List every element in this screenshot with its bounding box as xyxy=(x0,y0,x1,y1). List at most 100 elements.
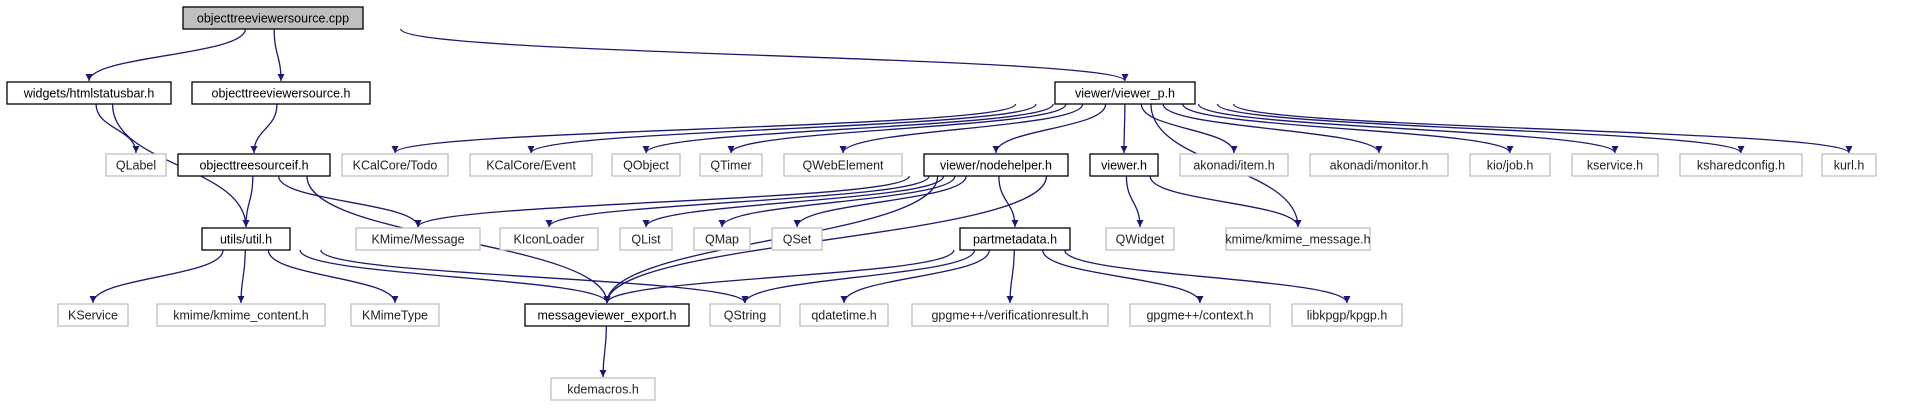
node-kiconloader: KIconLoader xyxy=(499,227,599,251)
node-box-nodehelper xyxy=(923,153,1069,177)
node-gpgme_vr: gpgme++/verificationresult.h xyxy=(911,303,1109,327)
node-kservice_h: kservice.h xyxy=(1571,153,1659,177)
node-root[interactable]: objecttreeviewersource.cpp xyxy=(182,6,364,30)
node-label-ksharedconfig: ksharedconfig.h xyxy=(1697,159,1785,173)
node-qwidget: QWidget xyxy=(1105,227,1175,251)
node-box-ksharedconfig xyxy=(1679,153,1803,177)
node-label-root: objecttreeviewersource.cpp xyxy=(197,12,349,26)
node-ak_item: akonadi/item.h xyxy=(1179,153,1289,177)
node-box-qlist xyxy=(619,227,673,251)
edge-util-to-kmime_content xyxy=(237,249,246,304)
node-label-ak_monitor: akonadi/monitor.h xyxy=(1330,159,1429,173)
edge-root-to-htmlstatusbar xyxy=(85,28,247,82)
node-viewer_p[interactable]: viewer/viewer_p.h xyxy=(1054,81,1196,105)
edge-nodehelper-to-partmetadata xyxy=(998,175,1019,228)
node-box-kpgp xyxy=(1291,303,1403,327)
node-kcal_event: KCalCore/Event xyxy=(469,153,593,177)
edge-partmetadata-to-qstring xyxy=(741,249,976,304)
node-label-otvs_h: objecttreeviewersource.h xyxy=(212,87,351,101)
node-box-htmlstatusbar xyxy=(6,81,172,105)
edge-util-to-kmimetype xyxy=(267,249,399,304)
edge-nodehelper-to-kiconloader xyxy=(545,175,930,228)
node-box-kurl xyxy=(1821,153,1877,177)
node-mv_export[interactable]: messageviewer_export.h xyxy=(524,303,690,327)
node-label-qmap: QMap xyxy=(705,233,739,247)
node-qlabel: QLabel xyxy=(105,153,167,177)
node-label-kcal_event: KCalCore/Event xyxy=(486,159,576,173)
node-box-viewer_h xyxy=(1089,153,1159,177)
node-box-qset xyxy=(771,227,823,251)
node-label-kmime_message: KMime/Message xyxy=(371,233,464,247)
edge-otvs_h-to-otsif xyxy=(250,103,278,154)
node-box-otvs_h xyxy=(191,81,371,105)
node-box-partmetadata xyxy=(959,227,1071,251)
edge-nodehelper-to-kmime_message xyxy=(414,175,910,228)
node-box-root xyxy=(182,6,364,30)
edge-viewer_p-to-qwebelement xyxy=(839,103,1084,154)
node-qwebelement: QWebElement xyxy=(783,153,903,177)
node-viewer_h[interactable]: viewer.h xyxy=(1089,153,1159,177)
node-box-kservice xyxy=(57,303,129,327)
node-label-qobject: QObject xyxy=(623,159,669,173)
node-otsif[interactable]: objecttreesourceif.h xyxy=(177,153,331,177)
node-partmetadata[interactable]: partmetadata.h xyxy=(959,227,1071,251)
node-box-qwebelement xyxy=(783,153,903,177)
edge-util-to-mv_export xyxy=(299,249,611,304)
edge-viewer_p-to-kcal_event xyxy=(527,103,1037,154)
node-label-gpgme_ctx: gpgme++/context.h xyxy=(1146,309,1253,323)
node-nodehelper[interactable]: viewer/nodehelper.h xyxy=(923,153,1069,177)
node-label-nodehelper: viewer/nodehelper.h xyxy=(940,159,1052,173)
edge-viewer_p-to-qtimer xyxy=(727,103,1067,154)
edge-viewer_p-to-ak_monitor xyxy=(1162,103,1383,154)
node-label-qlist: QList xyxy=(631,233,661,247)
node-util[interactable]: utils/util.h xyxy=(201,227,291,251)
node-htmlstatusbar[interactable]: widgets/htmlstatusbar.h xyxy=(6,81,172,105)
node-kservice: KService xyxy=(57,303,129,327)
edge-util-to-qstring xyxy=(320,249,749,304)
node-box-qobject xyxy=(611,153,681,177)
node-label-qdatetime: qdatetime.h xyxy=(811,309,876,323)
node-kpgp: libkpgp/kpgp.h xyxy=(1291,303,1403,327)
node-box-qstring xyxy=(709,303,781,327)
node-box-qlabel xyxy=(105,153,167,177)
node-kmime_message: KMime/Message xyxy=(355,227,481,251)
node-label-util: utils/util.h xyxy=(220,233,272,247)
node-qmap: QMap xyxy=(693,227,751,251)
edge-viewer_p-to-ak_item xyxy=(1140,103,1238,154)
node-gpgme_ctx: gpgme++/context.h xyxy=(1129,303,1271,327)
node-label-otsif: objecttreesourceif.h xyxy=(199,159,308,173)
node-box-gpgme_ctx xyxy=(1129,303,1271,327)
node-box-kiconloader xyxy=(499,227,599,251)
node-kdemacros: kdemacros.h xyxy=(550,377,656,401)
node-kmime_kmime_message: kmime/kmime_message.h xyxy=(1225,227,1371,251)
node-label-ak_item: akonadi/item.h xyxy=(1193,159,1274,173)
node-qobject: QObject xyxy=(611,153,681,177)
node-label-kservice: KService xyxy=(68,309,118,323)
edge-viewer_p-to-viewer_h xyxy=(1120,103,1128,154)
node-box-kmimetype xyxy=(350,303,440,327)
node-box-util xyxy=(201,227,291,251)
node-label-kdemacros: kdemacros.h xyxy=(567,383,639,397)
edge-partmetadata-to-gpgme_vr xyxy=(1006,249,1015,304)
node-kio_job: kio/job.h xyxy=(1469,153,1551,177)
edge-viewer_p-to-kio_job xyxy=(1182,103,1514,154)
edges-layer xyxy=(85,28,1853,378)
node-label-qtimer: QTimer xyxy=(710,159,751,173)
node-otvs_h[interactable]: objecttreeviewersource.h xyxy=(191,81,371,105)
edge-partmetadata-to-mv_export xyxy=(603,249,955,304)
edge-viewer_h-to-kmime_kmime_message xyxy=(1149,175,1302,228)
node-label-kmime_kmime_message: kmime/kmime_message.h xyxy=(1225,233,1370,247)
edge-partmetadata-to-gpgme_ctx xyxy=(1042,249,1204,304)
node-box-ak_item xyxy=(1179,153,1289,177)
edge-partmetadata-to-qdatetime xyxy=(840,249,990,304)
node-label-kio_job: kio/job.h xyxy=(1487,159,1534,173)
edge-nodehelper-to-qset xyxy=(793,175,967,228)
node-kmime_content: kmime/kmime_content.h xyxy=(156,303,326,327)
edge-root-to-viewer_p xyxy=(400,28,1129,82)
node-label-mv_export: messageviewer_export.h xyxy=(538,309,677,323)
node-label-kurl: kurl.h xyxy=(1834,159,1865,173)
node-label-qlabel: QLabel xyxy=(116,159,156,173)
node-qtimer: QTimer xyxy=(699,153,763,177)
node-box-kmime_kmime_message xyxy=(1225,227,1371,251)
